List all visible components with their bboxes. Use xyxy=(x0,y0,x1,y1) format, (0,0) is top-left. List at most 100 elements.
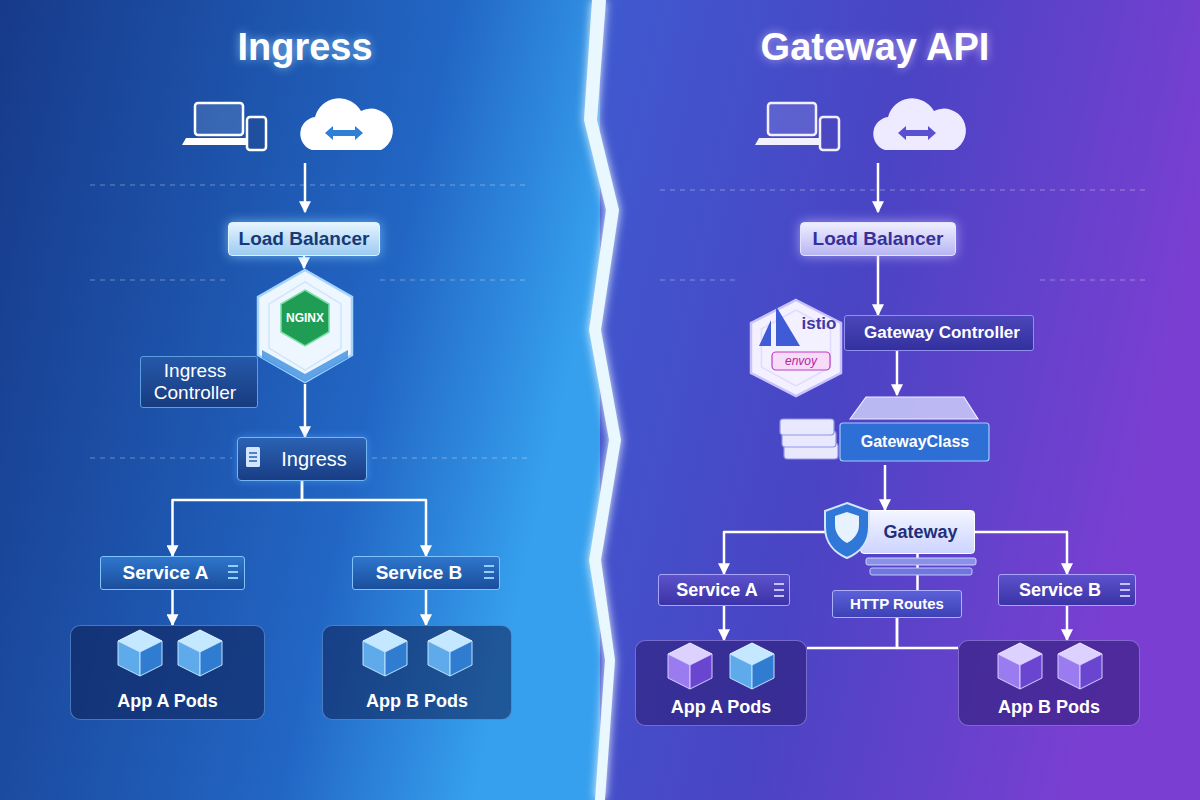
service-icon-line xyxy=(228,565,238,567)
node-label: App A Pods xyxy=(671,697,772,718)
gateway-layer xyxy=(866,558,976,565)
stack-layer xyxy=(780,419,834,435)
service-icon-line xyxy=(1120,595,1130,597)
laptop-icon xyxy=(195,103,243,135)
hexagon-inner xyxy=(761,310,830,386)
flow-arrow xyxy=(425,590,428,625)
pods-platform: App B Pods xyxy=(958,640,1140,726)
client-arrow xyxy=(877,163,880,212)
flow-arrow xyxy=(304,384,307,437)
flow-arrow xyxy=(897,618,958,648)
flow-arrow xyxy=(302,481,426,556)
service-icon-line xyxy=(1120,589,1130,591)
flow-arrow xyxy=(877,256,880,315)
dashed-line xyxy=(372,457,530,458)
node-outline xyxy=(255,268,355,384)
flow-arrow xyxy=(1066,606,1069,640)
laptop-base xyxy=(182,138,256,145)
flow-arrow xyxy=(975,532,1067,574)
service-box: Service A xyxy=(658,574,790,606)
flow-arrow xyxy=(916,554,919,590)
class-box xyxy=(840,423,989,461)
istio-sail xyxy=(776,306,800,346)
panel-title: Gateway API xyxy=(725,26,1025,69)
pod-cube xyxy=(668,643,712,689)
gateway-shield xyxy=(825,503,869,558)
client-icons xyxy=(755,98,966,212)
istio-sail xyxy=(759,320,771,346)
node-label: GatewayClass xyxy=(840,423,990,461)
pods-platform: App A Pods xyxy=(70,625,265,720)
gateway-box: Gateway xyxy=(860,510,975,554)
pods-platform: App B Pods xyxy=(322,625,512,720)
pod-cube xyxy=(178,630,222,676)
controller-hexagon: Ingress Controller xyxy=(255,268,355,384)
document-icon xyxy=(246,447,260,467)
flow-arrow xyxy=(723,606,726,640)
flow-arrow xyxy=(724,532,860,574)
service-icon-line xyxy=(1120,583,1130,585)
node-label: Load Balancer xyxy=(813,228,944,250)
flow-arrow xyxy=(884,465,887,510)
node-label: Service B xyxy=(376,562,463,584)
controller-hexagon: Gateway Controller xyxy=(748,298,844,398)
dashed-line xyxy=(90,279,230,280)
load-balancer-box: Load Balancer xyxy=(800,222,956,256)
cloud-arrow xyxy=(325,126,363,140)
node-label: App A Pods xyxy=(117,691,218,712)
ingress-box: Ingress xyxy=(237,437,367,481)
service-icon-line xyxy=(774,583,784,585)
lightning-divider xyxy=(584,0,621,800)
laptop-base xyxy=(755,138,829,145)
hexagon-base xyxy=(262,350,348,382)
load-balancer-box: Load Balancer xyxy=(228,222,380,256)
dashed-line xyxy=(1040,279,1150,280)
service-icon-line xyxy=(228,577,238,579)
hexagon-outline xyxy=(258,270,352,382)
pod-cube xyxy=(1058,643,1102,689)
node-label: App B Pods xyxy=(366,691,468,712)
route-box: HTTP Routes xyxy=(832,590,962,618)
cloud-icon xyxy=(873,98,966,150)
phone-icon xyxy=(820,117,839,150)
node-label: App B Pods xyxy=(998,697,1100,718)
gateway-layer xyxy=(870,568,972,575)
service-box: Service B xyxy=(998,574,1136,606)
dashed-line xyxy=(90,457,232,458)
right-panel xyxy=(600,0,1200,800)
left-panel xyxy=(0,0,600,800)
node-label: Load Balancer xyxy=(239,228,370,250)
pod-cube xyxy=(998,643,1042,689)
service-box: Service B xyxy=(352,556,500,590)
service-icons xyxy=(774,584,1130,596)
document-line xyxy=(249,460,257,462)
flow-arrow xyxy=(171,590,174,625)
hexagon-inner xyxy=(269,282,341,370)
node-label: Gateway Controller xyxy=(844,315,1034,351)
document-line xyxy=(249,452,257,454)
node-label: Gateway xyxy=(883,522,957,543)
node-outline xyxy=(748,298,844,398)
flow-arrow xyxy=(303,256,306,268)
service-box: Service A xyxy=(100,556,245,590)
hexagon-outline xyxy=(751,300,841,396)
service-icon-line xyxy=(484,565,494,567)
pods-platform: App A Pods xyxy=(635,640,807,726)
service-icon-line xyxy=(484,571,494,573)
dashed-line xyxy=(380,279,530,280)
node-label: Service A xyxy=(676,580,757,601)
service-icons xyxy=(228,566,494,578)
gatewayclass-stack: GatewayClass xyxy=(780,395,990,465)
phone-icon xyxy=(247,117,266,150)
document-line xyxy=(249,456,257,458)
pod-cube xyxy=(118,630,162,676)
dashed-line xyxy=(90,184,530,185)
flow-arrow xyxy=(807,618,897,648)
gateway-shield-inner xyxy=(835,512,859,543)
dashed-guides xyxy=(90,185,1150,458)
flow-arrow xyxy=(173,481,303,556)
panel-title: Ingress xyxy=(155,26,455,69)
pod-cube xyxy=(428,630,472,676)
